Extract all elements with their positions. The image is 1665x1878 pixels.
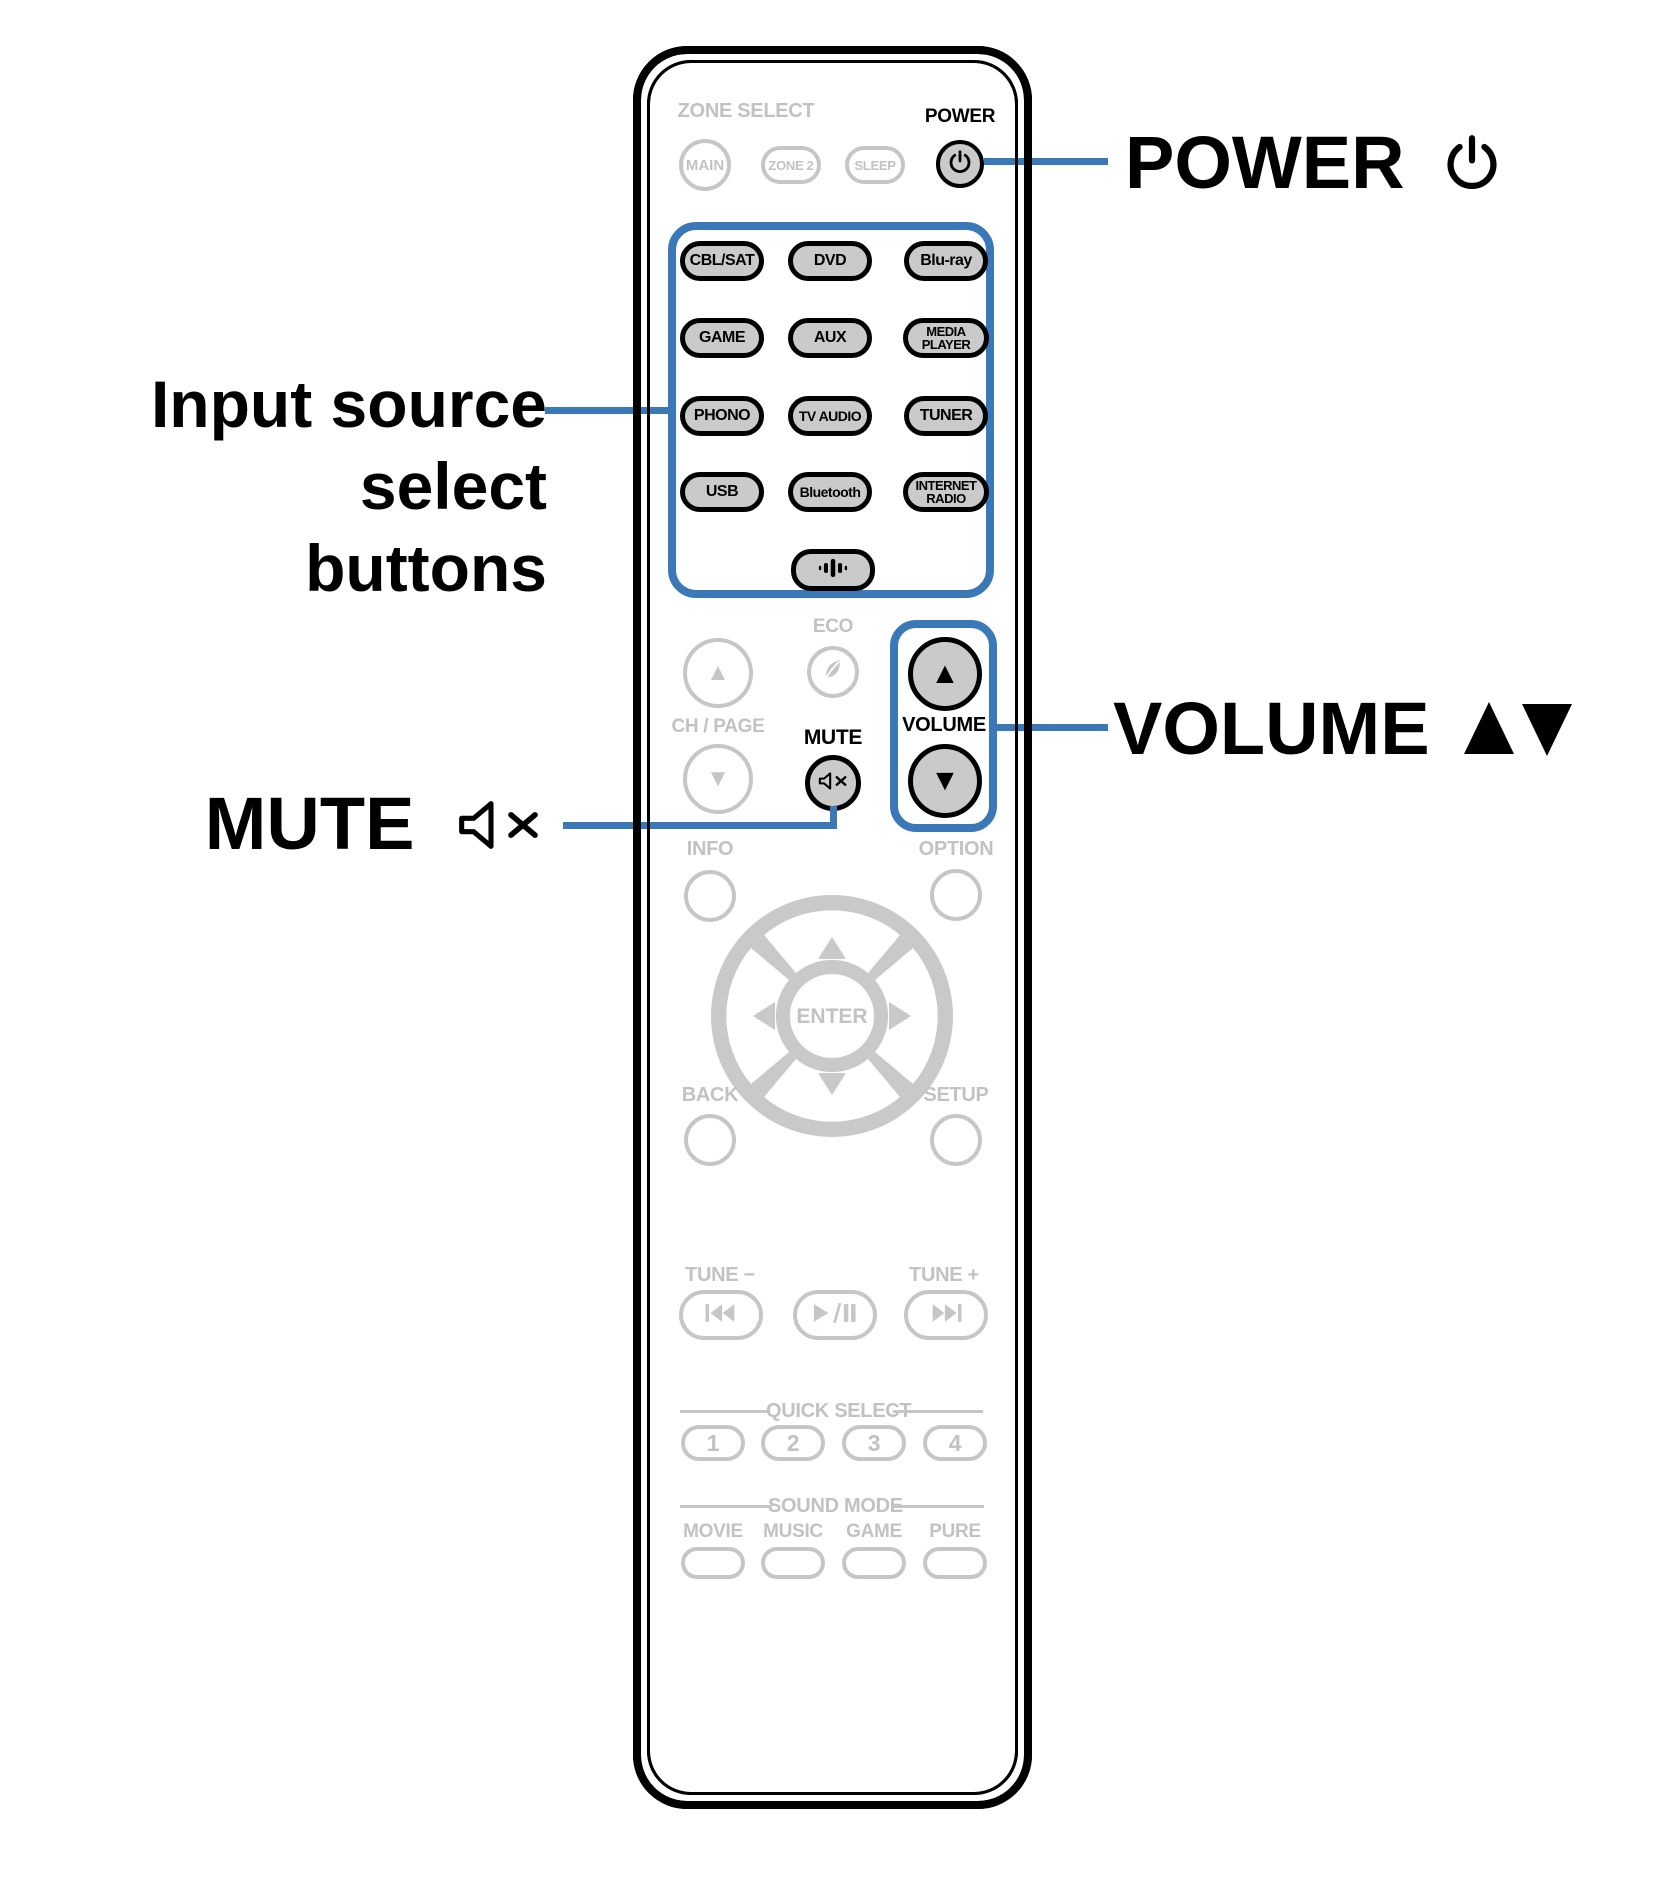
info-label: INFO <box>686 838 734 860</box>
input-source-callout-line3: buttons <box>305 531 547 605</box>
power-callout-text: POWER <box>1125 121 1405 204</box>
tune-plus-label: TUNE + <box>909 1264 979 1286</box>
setup-button[interactable] <box>930 1114 982 1166</box>
sound-mode-right-rule <box>892 1505 984 1508</box>
mute-button-label: MUTE <box>803 726 863 749</box>
sound-mode-left-rule <box>680 1505 772 1508</box>
sleep-button[interactable]: SLEEP <box>845 146 905 184</box>
play-pause-icon <box>809 1302 861 1328</box>
mute-callout: MUTE <box>145 787 545 869</box>
option-button[interactable] <box>930 869 982 921</box>
source-game-button[interactable]: GAME <box>680 318 764 358</box>
enter-button[interactable]: ENTER <box>796 1005 868 1028</box>
power-callout: POWER <box>1125 126 1503 206</box>
source-tuner-button[interactable]: TUNER <box>904 396 988 436</box>
up-triangle-icon: ▲ <box>930 657 960 690</box>
channel-up-button[interactable]: ▲ <box>683 638 753 708</box>
skip-back-icon <box>699 1303 743 1328</box>
source-internet-radio-button[interactable]: INTERNET RADIO <box>903 472 989 512</box>
sound-game-button[interactable] <box>842 1547 906 1579</box>
volume-up-button[interactable]: ▲ <box>908 637 982 711</box>
sound-music-label: MUSIC <box>763 1521 823 1542</box>
mute-speaker-icon <box>817 769 849 798</box>
source-phono-button[interactable]: PHONO <box>680 396 764 436</box>
sound-mode-label: SOUND MODE <box>768 1495 903 1517</box>
mute-button[interactable] <box>805 755 861 811</box>
down-triangle-icon: ▼ <box>706 765 730 792</box>
power-button-label: POWER <box>924 106 996 127</box>
skip-forward-button[interactable] <box>904 1290 988 1340</box>
back-label: BACK <box>681 1084 739 1106</box>
volume-button-label: VOLUME <box>902 714 986 736</box>
mute-callout-line-vertical <box>830 806 837 829</box>
channel-down-button[interactable]: ▼ <box>683 744 753 814</box>
heos-sound-bars-icon <box>813 556 853 585</box>
power-callout-line <box>984 158 1108 165</box>
sound-pure-button[interactable] <box>923 1547 987 1579</box>
eco-label: ECO <box>812 616 854 637</box>
volume-down-button[interactable]: ▼ <box>908 744 982 818</box>
main-button[interactable]: MAIN <box>679 139 731 191</box>
source-usb-button[interactable]: USB <box>680 472 764 512</box>
quick-select-2-button[interactable]: 2 <box>761 1425 825 1461</box>
sound-movie-button[interactable] <box>681 1547 745 1579</box>
option-label: OPTION <box>918 838 994 860</box>
power-icon <box>1441 132 1503 206</box>
ch-page-label: CH / PAGE <box>671 716 765 737</box>
zone2-button[interactable]: ZONE 2 <box>761 146 821 184</box>
power-icon <box>947 149 973 180</box>
power-button[interactable] <box>936 140 984 188</box>
skip-back-button[interactable] <box>679 1290 763 1340</box>
sound-movie-label: MOVIE <box>683 1521 743 1542</box>
sound-game-label: GAME <box>846 1521 902 1542</box>
down-triangle-icon: ▼ <box>930 764 960 797</box>
eco-leaf-icon <box>818 655 848 690</box>
tune-minus-label: TUNE − <box>685 1264 755 1286</box>
source-heos-button[interactable] <box>791 549 875 591</box>
eco-button[interactable] <box>807 646 859 698</box>
volume-callout-line <box>995 724 1108 731</box>
mute-speaker-icon <box>453 793 545 869</box>
sound-pure-label: PURE <box>929 1521 981 1542</box>
setup-label: SETUP <box>923 1084 989 1106</box>
volume-group-frame <box>890 620 997 832</box>
input-source-callout: Input source select buttons <box>97 363 547 609</box>
mute-callout-line-horizontal <box>563 822 837 829</box>
quick-select-left-rule <box>680 1410 770 1413</box>
quick-select-label: QUICK SELECT <box>766 1400 912 1422</box>
source-media-player-button[interactable]: MEDIA PLAYER <box>903 318 989 358</box>
volume-callout: VOLUME <box>1113 692 1574 768</box>
source-blu-ray-button[interactable]: Blu-ray <box>904 241 988 281</box>
quick-select-1-button[interactable]: 1 <box>681 1425 745 1461</box>
input-source-callout-line1: Input source <box>150 367 547 441</box>
quick-select-3-button[interactable]: 3 <box>842 1425 906 1461</box>
skip-forward-icon <box>924 1303 968 1328</box>
back-button[interactable] <box>684 1114 736 1166</box>
info-button[interactable] <box>684 870 736 922</box>
source-bluetooth-button[interactable]: Bluetooth <box>788 472 872 512</box>
up-down-triangles-icon <box>1464 694 1574 768</box>
zone-select-label: ZONE SELECT <box>677 100 815 122</box>
source-aux-button[interactable]: AUX <box>788 318 872 358</box>
sound-music-button[interactable] <box>761 1547 825 1579</box>
quick-select-4-button[interactable]: 4 <box>923 1425 987 1461</box>
input-source-callout-line2: select <box>359 449 547 523</box>
source-tv-audio-button[interactable]: TV AUDIO <box>788 396 872 436</box>
up-triangle-icon: ▲ <box>706 659 730 686</box>
input-source-callout-line <box>545 407 673 414</box>
source-cbl-sat-button[interactable]: CBL/SAT <box>680 241 764 281</box>
mute-callout-text: MUTE <box>204 782 415 865</box>
quick-select-right-rule <box>893 1410 983 1413</box>
cursor-dpad[interactable] <box>702 886 962 1146</box>
play-pause-button[interactable] <box>793 1290 877 1340</box>
volume-callout-text: VOLUME <box>1113 687 1430 770</box>
source-dvd-button[interactable]: DVD <box>788 241 872 281</box>
